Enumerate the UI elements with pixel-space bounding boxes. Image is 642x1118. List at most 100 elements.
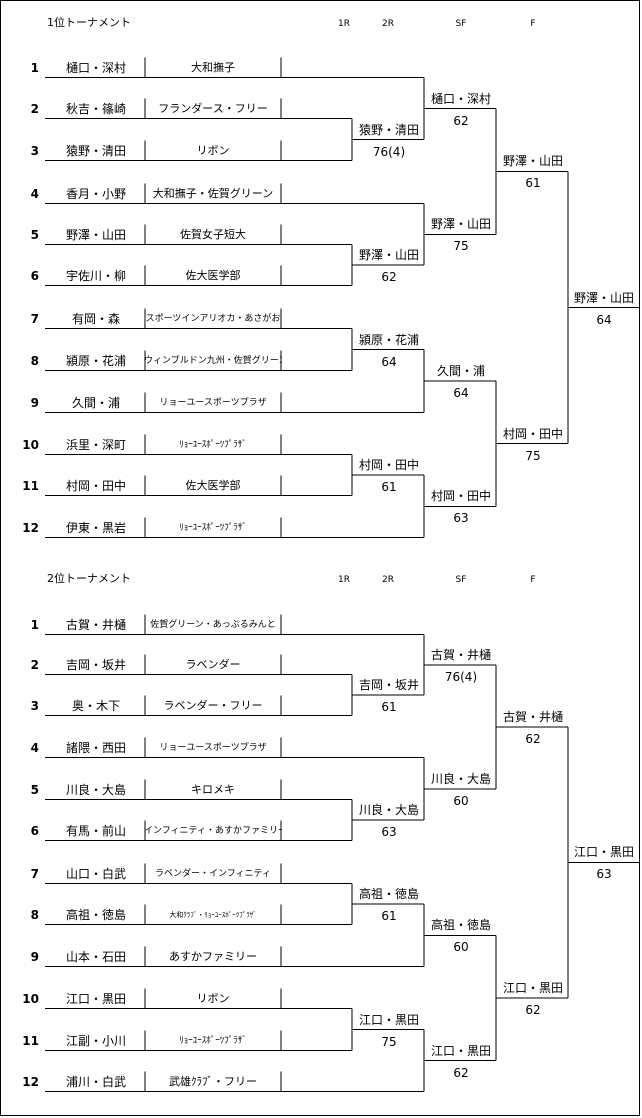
r2-winner: 潁原・花浦 [358,332,419,347]
r2-winner: 吉岡・坂井 [358,678,419,692]
seed-number: 1 [30,60,39,75]
player-pair: 高祖・徳島 [65,907,126,922]
sf-winner: 久間・浦 [436,364,485,378]
club-name: ﾘｮｰﾕｰｽﾎﾟｰﾂﾌﾟﾗｻﾞ [179,1035,247,1046]
club-name: ラベンダー [185,657,241,671]
champion-name: 江口・黒田 [573,845,634,860]
r2-winner: 野澤・山田 [358,248,419,262]
club-name: リョーユースポーツプラザ [159,397,267,408]
round-header-sf: SF [455,575,467,585]
seed-number: 5 [30,782,39,797]
seed-number: 7 [30,866,39,881]
club-name: リボン [196,991,230,1005]
round-header-2r: 2R [382,575,394,585]
seed-number: 6 [30,823,39,838]
round-header-f: F [530,575,536,585]
player-pair: 吉岡・坂井 [65,657,126,672]
r2-score: 76(4) [372,144,406,159]
player-pair: 山口・白武 [65,866,126,881]
sf-winner: 高祖・徳島 [430,918,491,933]
player-pair: 奥・木下 [71,698,120,713]
club-name: ﾘｮｰﾕｰｽﾎﾟｰﾂﾌﾟﾗｻﾞ [179,439,247,450]
seed-number: 7 [30,311,39,326]
seed-number: 12 [22,1074,39,1089]
r2-score: 61 [381,909,397,923]
seed-number: 2 [30,657,39,672]
club-name: 佐大医学部 [185,478,241,492]
club-name: ラベンダー・フリー [163,698,263,712]
final-winner: 村岡・田中 [502,426,563,441]
sf-score: 75 [453,239,469,254]
club-name: ラベンダー・インフィニティ [154,868,271,879]
r2-winner: 川良・大島 [358,803,419,817]
club-name: 大和撫子・佐賀グリーン [152,186,274,200]
club-name: 佐賀グリーン・あっぷるみんと [150,619,276,630]
sf-score: 62 [453,1065,469,1080]
player-pair: 浦川・白武 [65,1074,126,1089]
player-pair: 諸隈・西田 [65,740,126,755]
bracket-title: 1位トーナメント [47,16,131,29]
final-score: 61 [525,176,541,191]
round-header-2r: 2R [382,19,394,29]
r2-score: 64 [381,354,397,369]
round-header-1r: 1R [338,19,350,29]
club-name: リボン [196,143,230,157]
r2-winner: 江口・黒田 [358,1012,419,1027]
player-pair: 樋口・深村 [65,60,126,75]
champion-score: 64 [596,312,612,327]
final-winner: 古賀・井樋 [502,709,563,724]
round-header-sf: SF [455,19,467,29]
seed-number: 9 [30,395,39,410]
r2-score: 61 [381,700,397,714]
sf-score: 76(4) [444,669,478,684]
club-name: 大和ｸﾗﾌﾞ・ﾘｮｰﾕｰｽﾎﾟｰﾂﾌﾟﾗｻﾞ [169,910,257,919]
club-name: あすかファミリー [169,949,257,963]
champion-name: 野澤・山田 [573,290,634,305]
r2-winner: 村岡・田中 [358,458,419,472]
club-name: ウィンブルドン九州・佐賀グリーン [144,355,282,366]
sf-winner: 古賀・井樋 [430,647,491,662]
player-pair: 宇佐川・柳 [65,268,126,283]
club-name: 佐大医学部 [185,268,241,282]
seed-number: 4 [30,186,39,201]
player-pair: 古賀・井樋 [65,617,126,632]
final-score: 75 [525,448,541,463]
club-name: 武雄ｸﾗﾌﾞ・フリー [169,1074,257,1088]
player-pair: 久間・浦 [71,395,120,410]
seed-number: 9 [30,949,39,964]
r2-score: 62 [381,270,397,284]
seed-number: 5 [30,227,39,242]
club-name: インフィニティ・あすかファミリー [144,825,282,836]
club-name: スポーツインアリオカ・あさがお [145,313,281,324]
player-pair: 山本・石田 [65,949,126,964]
sf-score: 62 [453,113,469,128]
club-name: フランダース・フリー [158,101,268,115]
champion-score: 63 [596,867,612,882]
seed-number: 12 [22,520,39,535]
player-pair: 野澤・山田 [65,227,126,242]
sf-winner: 川良・大島 [430,771,491,786]
r2-score: 75 [381,1034,397,1049]
player-pair: 江副・小川 [65,1033,126,1048]
final-winner: 野澤・山田 [502,154,563,169]
seed-number: 10 [22,991,39,1006]
player-pair: 香月・小野 [65,186,126,201]
club-name: ﾘｮｰﾕｰｽﾎﾟｰﾂﾌﾟﾗｻﾞ [179,522,247,533]
sf-winner: 樋口・深村 [430,91,491,106]
player-pair: 村岡・田中 [65,478,126,493]
player-pair: 川良・大島 [65,782,126,797]
player-pair: 浜里・深町 [65,437,126,452]
club-name: 大和撫子 [191,60,235,74]
seed-number: 8 [30,353,39,368]
round-header-1r: 1R [338,575,350,585]
r2-score: 61 [381,480,397,494]
player-pair: 江口・黒田 [65,991,126,1006]
r2-score: 63 [381,825,397,839]
sf-score: 63 [453,511,469,526]
player-pair: 有馬・前山 [65,823,126,838]
round-header-f: F [530,19,536,29]
sf-winner: 村岡・田中 [430,489,491,504]
final-score: 62 [525,1002,541,1017]
seed-number: 3 [30,143,39,158]
